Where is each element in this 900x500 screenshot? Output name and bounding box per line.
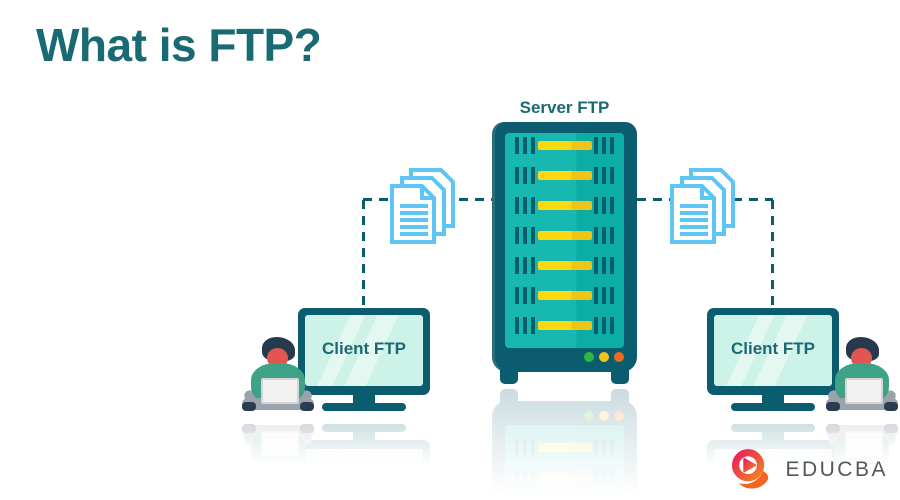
rack-drive-bar bbox=[537, 201, 592, 210]
client-monitor: Client FTP bbox=[298, 308, 430, 395]
rack-row bbox=[505, 137, 624, 154]
server-rack bbox=[492, 122, 637, 385]
monitor-stand bbox=[762, 393, 784, 405]
client-screen: Client FTP bbox=[714, 315, 832, 386]
server-foot bbox=[500, 368, 518, 384]
server-rack-inner bbox=[505, 133, 624, 348]
page-title: What is FTP? bbox=[36, 19, 322, 71]
client-workstation-left: Client FTP bbox=[240, 300, 440, 416]
rack-row bbox=[505, 287, 624, 304]
monitor-base bbox=[731, 403, 815, 411]
person-figure bbox=[242, 336, 314, 414]
laptop-icon bbox=[845, 378, 883, 404]
rack-row bbox=[505, 197, 624, 214]
connector-dash-left-vertical bbox=[362, 200, 365, 308]
educba-logo-icon bbox=[732, 449, 769, 489]
person-shoe bbox=[884, 402, 898, 411]
client-label: Client FTP bbox=[730, 338, 816, 358]
document-stack-icon bbox=[670, 168, 735, 244]
rack-drive-bar bbox=[537, 171, 592, 180]
rack-row bbox=[505, 227, 624, 244]
rack-drive-bar bbox=[537, 231, 592, 240]
rack-row bbox=[505, 257, 624, 274]
rack-drive-bar bbox=[537, 291, 592, 300]
status-light bbox=[584, 352, 594, 362]
server-body bbox=[492, 122, 637, 372]
status-light bbox=[614, 352, 624, 362]
server-foot bbox=[611, 368, 629, 384]
client-monitor: Client FTP bbox=[707, 308, 839, 395]
server-status-lights bbox=[584, 352, 624, 362]
monitor-stand bbox=[353, 393, 375, 405]
document-stack-icon bbox=[390, 168, 455, 244]
server-label: Server FTP bbox=[519, 98, 610, 117]
monitor-base bbox=[322, 403, 406, 411]
branding-footer: EDUCBA bbox=[725, 446, 888, 494]
rack-drive-bar bbox=[537, 321, 592, 330]
laptop-icon bbox=[261, 378, 299, 404]
client-screen: Client FTP bbox=[305, 315, 423, 386]
rack-drive-bar bbox=[537, 261, 592, 270]
person-shoe bbox=[242, 402, 256, 411]
client-workstation-right: Client FTP bbox=[660, 300, 900, 416]
brand-name: EDUCBA bbox=[785, 458, 888, 481]
client-label: Client FTP bbox=[321, 338, 407, 358]
rack-row bbox=[505, 317, 624, 334]
status-light bbox=[599, 352, 609, 362]
person-shoe bbox=[826, 402, 840, 411]
person-figure bbox=[826, 336, 898, 414]
rack-row bbox=[505, 167, 624, 184]
connector-dash-right-vertical bbox=[771, 200, 774, 308]
person-shoe bbox=[300, 402, 314, 411]
rack-drive-bar bbox=[537, 141, 592, 150]
